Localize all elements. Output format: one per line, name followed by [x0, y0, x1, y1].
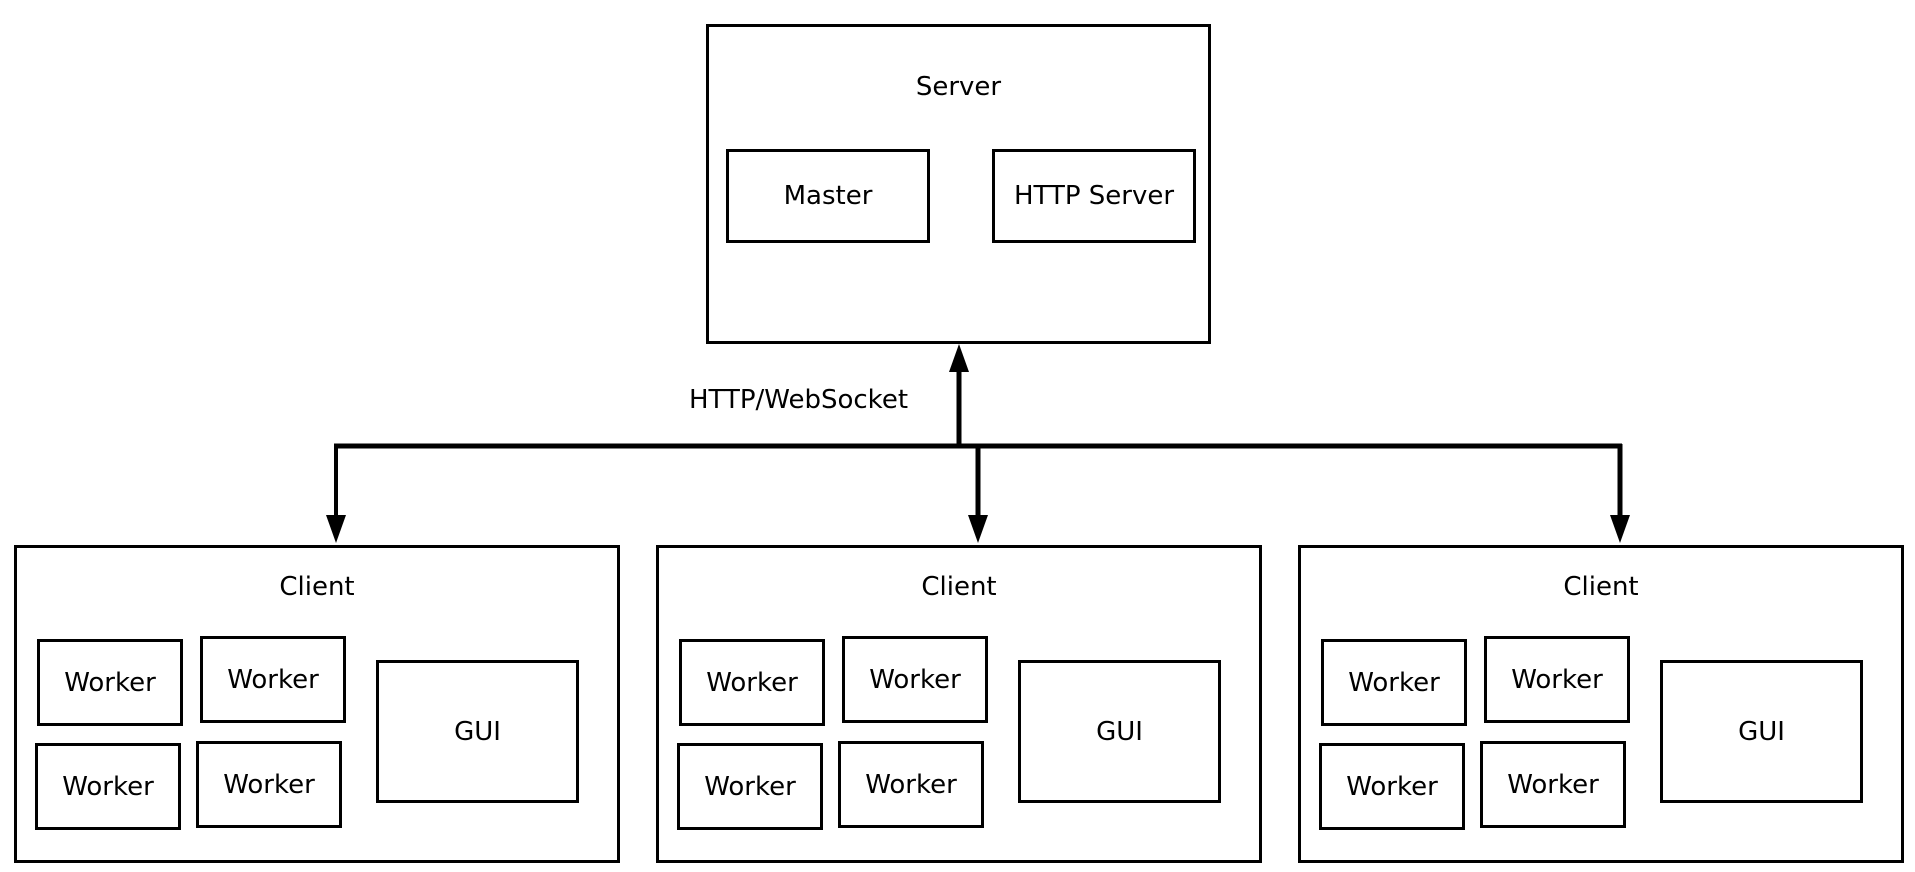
- server-arrowhead: [949, 344, 969, 372]
- worker-box: Worker: [679, 639, 825, 726]
- gui-label: GUI: [1738, 716, 1785, 747]
- client-1-arrowhead: [326, 515, 346, 543]
- worker-label: Worker: [64, 667, 156, 698]
- http-server-label: HTTP Server: [1013, 181, 1175, 211]
- worker-label: Worker: [62, 771, 154, 802]
- gui-label: GUI: [454, 716, 501, 747]
- client-box: Client Worker Worker Worker Worker GUI: [1298, 545, 1904, 863]
- client-box: Client Worker Worker Worker Worker GUI: [14, 545, 620, 863]
- worker-label: Worker: [227, 664, 319, 695]
- worker-box: Worker: [1319, 743, 1465, 830]
- worker-box: Worker: [1480, 741, 1626, 828]
- worker-box: Worker: [1484, 636, 1630, 723]
- worker-box: Worker: [35, 743, 181, 830]
- worker-label: Worker: [704, 771, 796, 802]
- server-box: Server Master HTTP Server: [706, 24, 1211, 344]
- client-title: Client: [1563, 572, 1639, 602]
- worker-box: Worker: [37, 639, 183, 726]
- worker-box: Worker: [196, 741, 342, 828]
- client-2-arrowhead: [968, 515, 988, 543]
- worker-box: Worker: [677, 743, 823, 830]
- connection-label: HTTP/WebSocket: [689, 385, 909, 415]
- http-server-box: HTTP Server: [992, 149, 1196, 243]
- worker-label: Worker: [1507, 769, 1599, 800]
- worker-label: Worker: [1346, 771, 1438, 802]
- gui-box: GUI: [376, 660, 579, 803]
- client-box: Client Worker Worker Worker Worker GUI: [656, 545, 1262, 863]
- worker-box: Worker: [842, 636, 988, 723]
- worker-label: Worker: [1511, 664, 1603, 695]
- server-title: Server: [915, 72, 1002, 102]
- gui-box: GUI: [1660, 660, 1863, 803]
- worker-label: Worker: [869, 664, 961, 695]
- client-title: Client: [279, 572, 355, 602]
- master-box: Master: [726, 149, 930, 243]
- worker-box: Worker: [200, 636, 346, 723]
- master-label: Master: [783, 181, 873, 211]
- client-3-arrowhead: [1610, 515, 1630, 543]
- worker-label: Worker: [706, 667, 798, 698]
- worker-label: Worker: [865, 769, 957, 800]
- worker-box: Worker: [838, 741, 984, 828]
- gui-box: GUI: [1018, 660, 1221, 803]
- client-title: Client: [921, 572, 997, 602]
- worker-label: Worker: [1348, 667, 1440, 698]
- gui-label: GUI: [1096, 716, 1143, 747]
- worker-box: Worker: [1321, 639, 1467, 726]
- worker-label: Worker: [223, 769, 315, 800]
